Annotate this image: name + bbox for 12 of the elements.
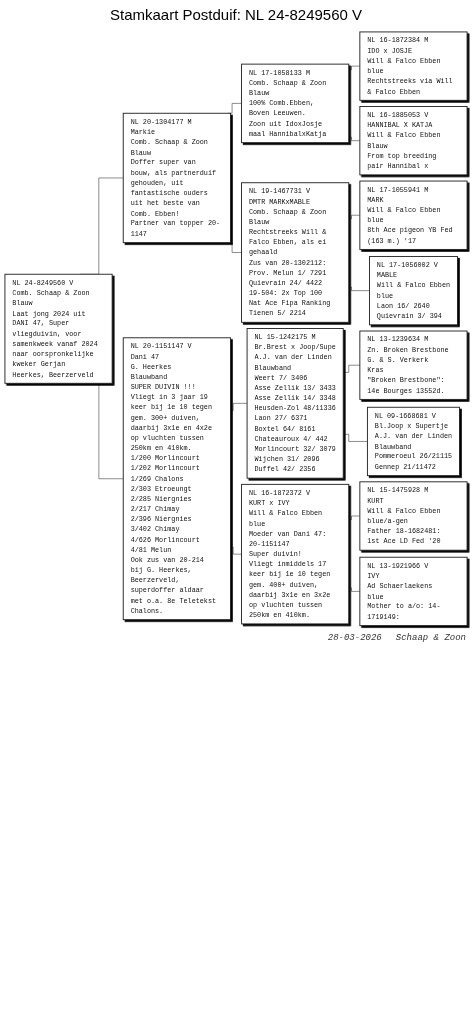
- connector: [342, 434, 368, 442]
- connector: [348, 136, 361, 141]
- connector: [230, 403, 248, 411]
- connector: [230, 546, 242, 555]
- footer-note: 28-03-2026: [327, 632, 382, 643]
- connector: [348, 587, 361, 592]
- connector: [348, 214, 361, 220]
- title: Stamkaart Postduif: NL 24-8249560 V: [108, 6, 364, 23]
- connector: [348, 286, 370, 291]
- connector: [342, 364, 361, 373]
- connector: [348, 515, 361, 520]
- connector: [348, 65, 361, 70]
